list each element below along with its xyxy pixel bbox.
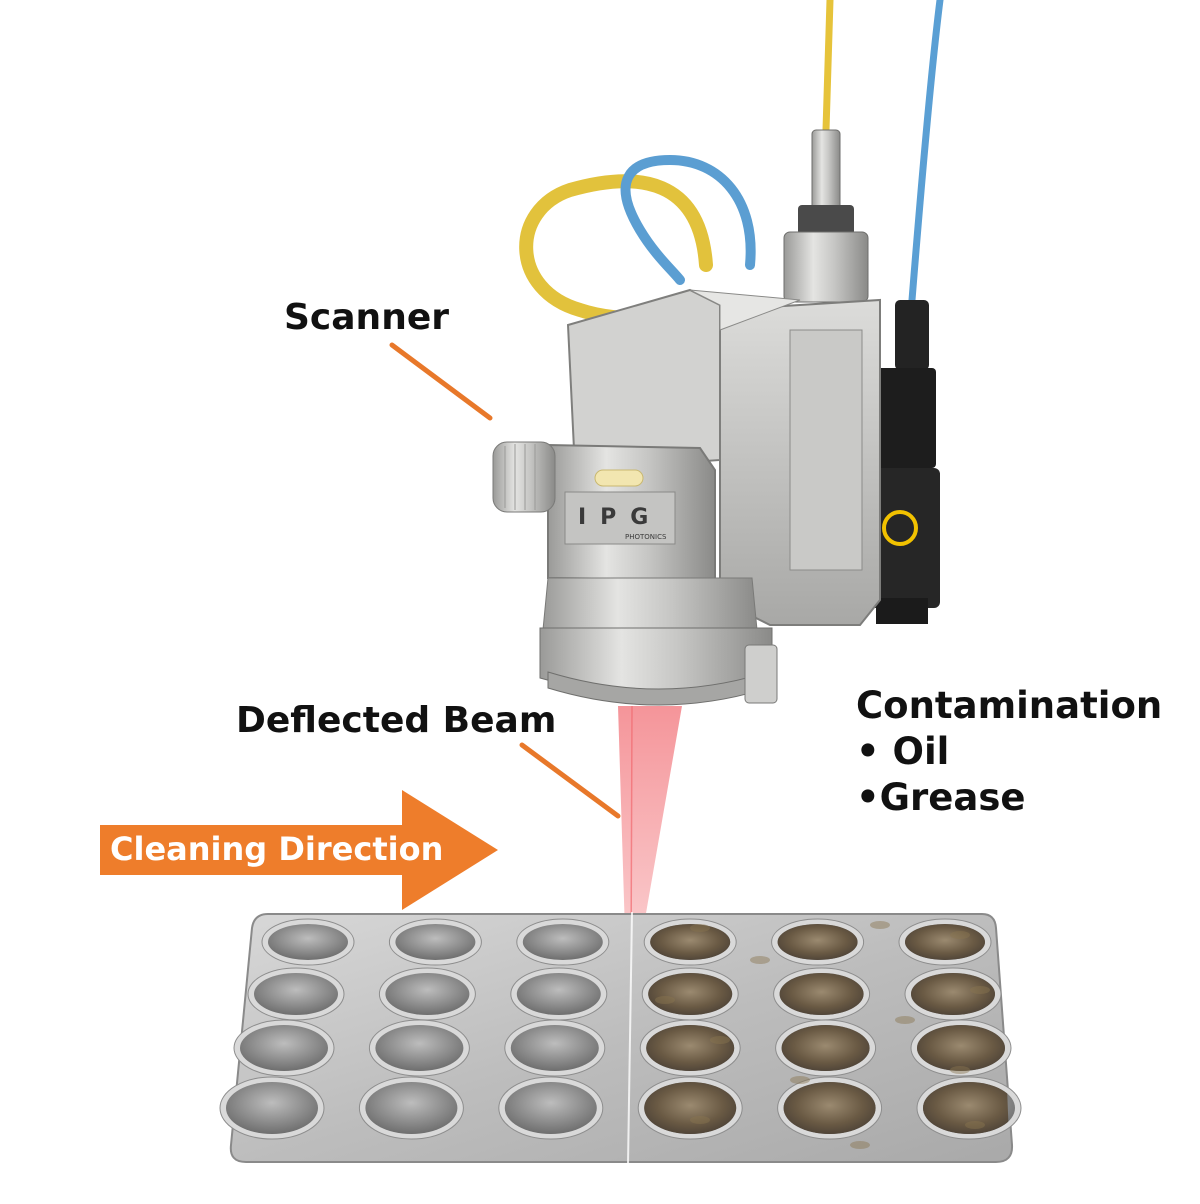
muffin-cup-clean xyxy=(226,1082,318,1134)
contamination-callout: Contamination • Oil •Grease xyxy=(856,683,1162,821)
muffin-cup-clean xyxy=(365,1082,458,1134)
contamination-item-grease: •Grease xyxy=(856,776,1026,819)
svg-text:PHOTONICS: PHOTONICS xyxy=(625,533,667,541)
svg-text:IPG: IPG xyxy=(578,505,662,530)
camera-module xyxy=(864,300,940,624)
side-knob xyxy=(492,441,556,513)
muffin-cup-clean xyxy=(268,924,348,960)
scanner-label: Scanner xyxy=(284,297,449,338)
scanner-callout-line xyxy=(389,342,493,421)
yellow-fiber-cable xyxy=(822,0,834,134)
grease-smudge xyxy=(655,996,675,1004)
muffin-cup-clean xyxy=(375,1025,464,1071)
muffin-cup-contaminated xyxy=(648,973,733,1015)
contamination-title: Contamination xyxy=(856,684,1163,727)
grease-smudge xyxy=(950,931,970,939)
muffin-cup-contaminated xyxy=(644,1082,737,1134)
muffin-cup-clean xyxy=(254,973,338,1015)
muffin-cup-clean xyxy=(240,1025,328,1071)
contamination-item-oil: • Oil xyxy=(856,730,950,773)
muffin-cup-contaminated xyxy=(905,924,985,960)
grease-smudge xyxy=(895,1016,915,1024)
muffin-cup-clean xyxy=(385,973,470,1015)
grease-smudge xyxy=(790,1076,810,1084)
grease-smudge xyxy=(850,1141,870,1149)
fiber-connector xyxy=(783,129,869,303)
muffin-cup-clean xyxy=(510,1025,599,1071)
muffin-cup-contaminated xyxy=(650,924,731,960)
grease-smudge xyxy=(690,924,710,932)
blue-loop-cable xyxy=(620,154,756,285)
lens-housing xyxy=(539,577,778,706)
muffin-cup-contaminated xyxy=(646,1025,735,1071)
ipg-logo: IPG PHOTONICS xyxy=(564,491,676,545)
window-slot xyxy=(594,469,644,487)
grease-smudge xyxy=(750,956,770,964)
deflected-beam-label: Deflected Beam xyxy=(236,700,557,741)
grease-smudge xyxy=(690,1116,710,1124)
muffin-cup-clean xyxy=(516,973,601,1015)
muffin-cup-clean xyxy=(504,1082,597,1134)
muffin-tray xyxy=(219,911,1022,1165)
muffin-cup-contaminated xyxy=(917,1025,1005,1071)
grease-smudge xyxy=(965,1121,985,1129)
muffin-cup-contaminated xyxy=(777,924,858,960)
muffin-cup-contaminated xyxy=(783,1082,876,1134)
cables xyxy=(519,0,944,327)
clean-boundary xyxy=(627,911,633,1165)
cleaning-direction-arrow xyxy=(100,790,498,910)
blue-fiber-cable xyxy=(908,0,944,304)
scanner-head: IPG PHOTONICS xyxy=(492,288,881,706)
muffin-cup-contaminated xyxy=(923,1082,1010,1134)
beam-callout-line xyxy=(519,742,621,819)
muffin-cup-contaminated xyxy=(911,973,995,1015)
grease-smudge xyxy=(970,986,990,994)
grease-smudge xyxy=(950,1066,970,1074)
cleaning-direction-label: Cleaning Direction xyxy=(110,830,444,868)
muffin-cup-clean xyxy=(522,924,603,960)
muffin-cup-clean xyxy=(395,924,476,960)
muffin-cup-contaminated xyxy=(779,973,864,1015)
grease-smudge xyxy=(870,921,890,929)
muffin-cup-contaminated xyxy=(781,1025,870,1071)
laser-beam xyxy=(618,706,682,965)
grease-smudge xyxy=(710,1036,730,1044)
